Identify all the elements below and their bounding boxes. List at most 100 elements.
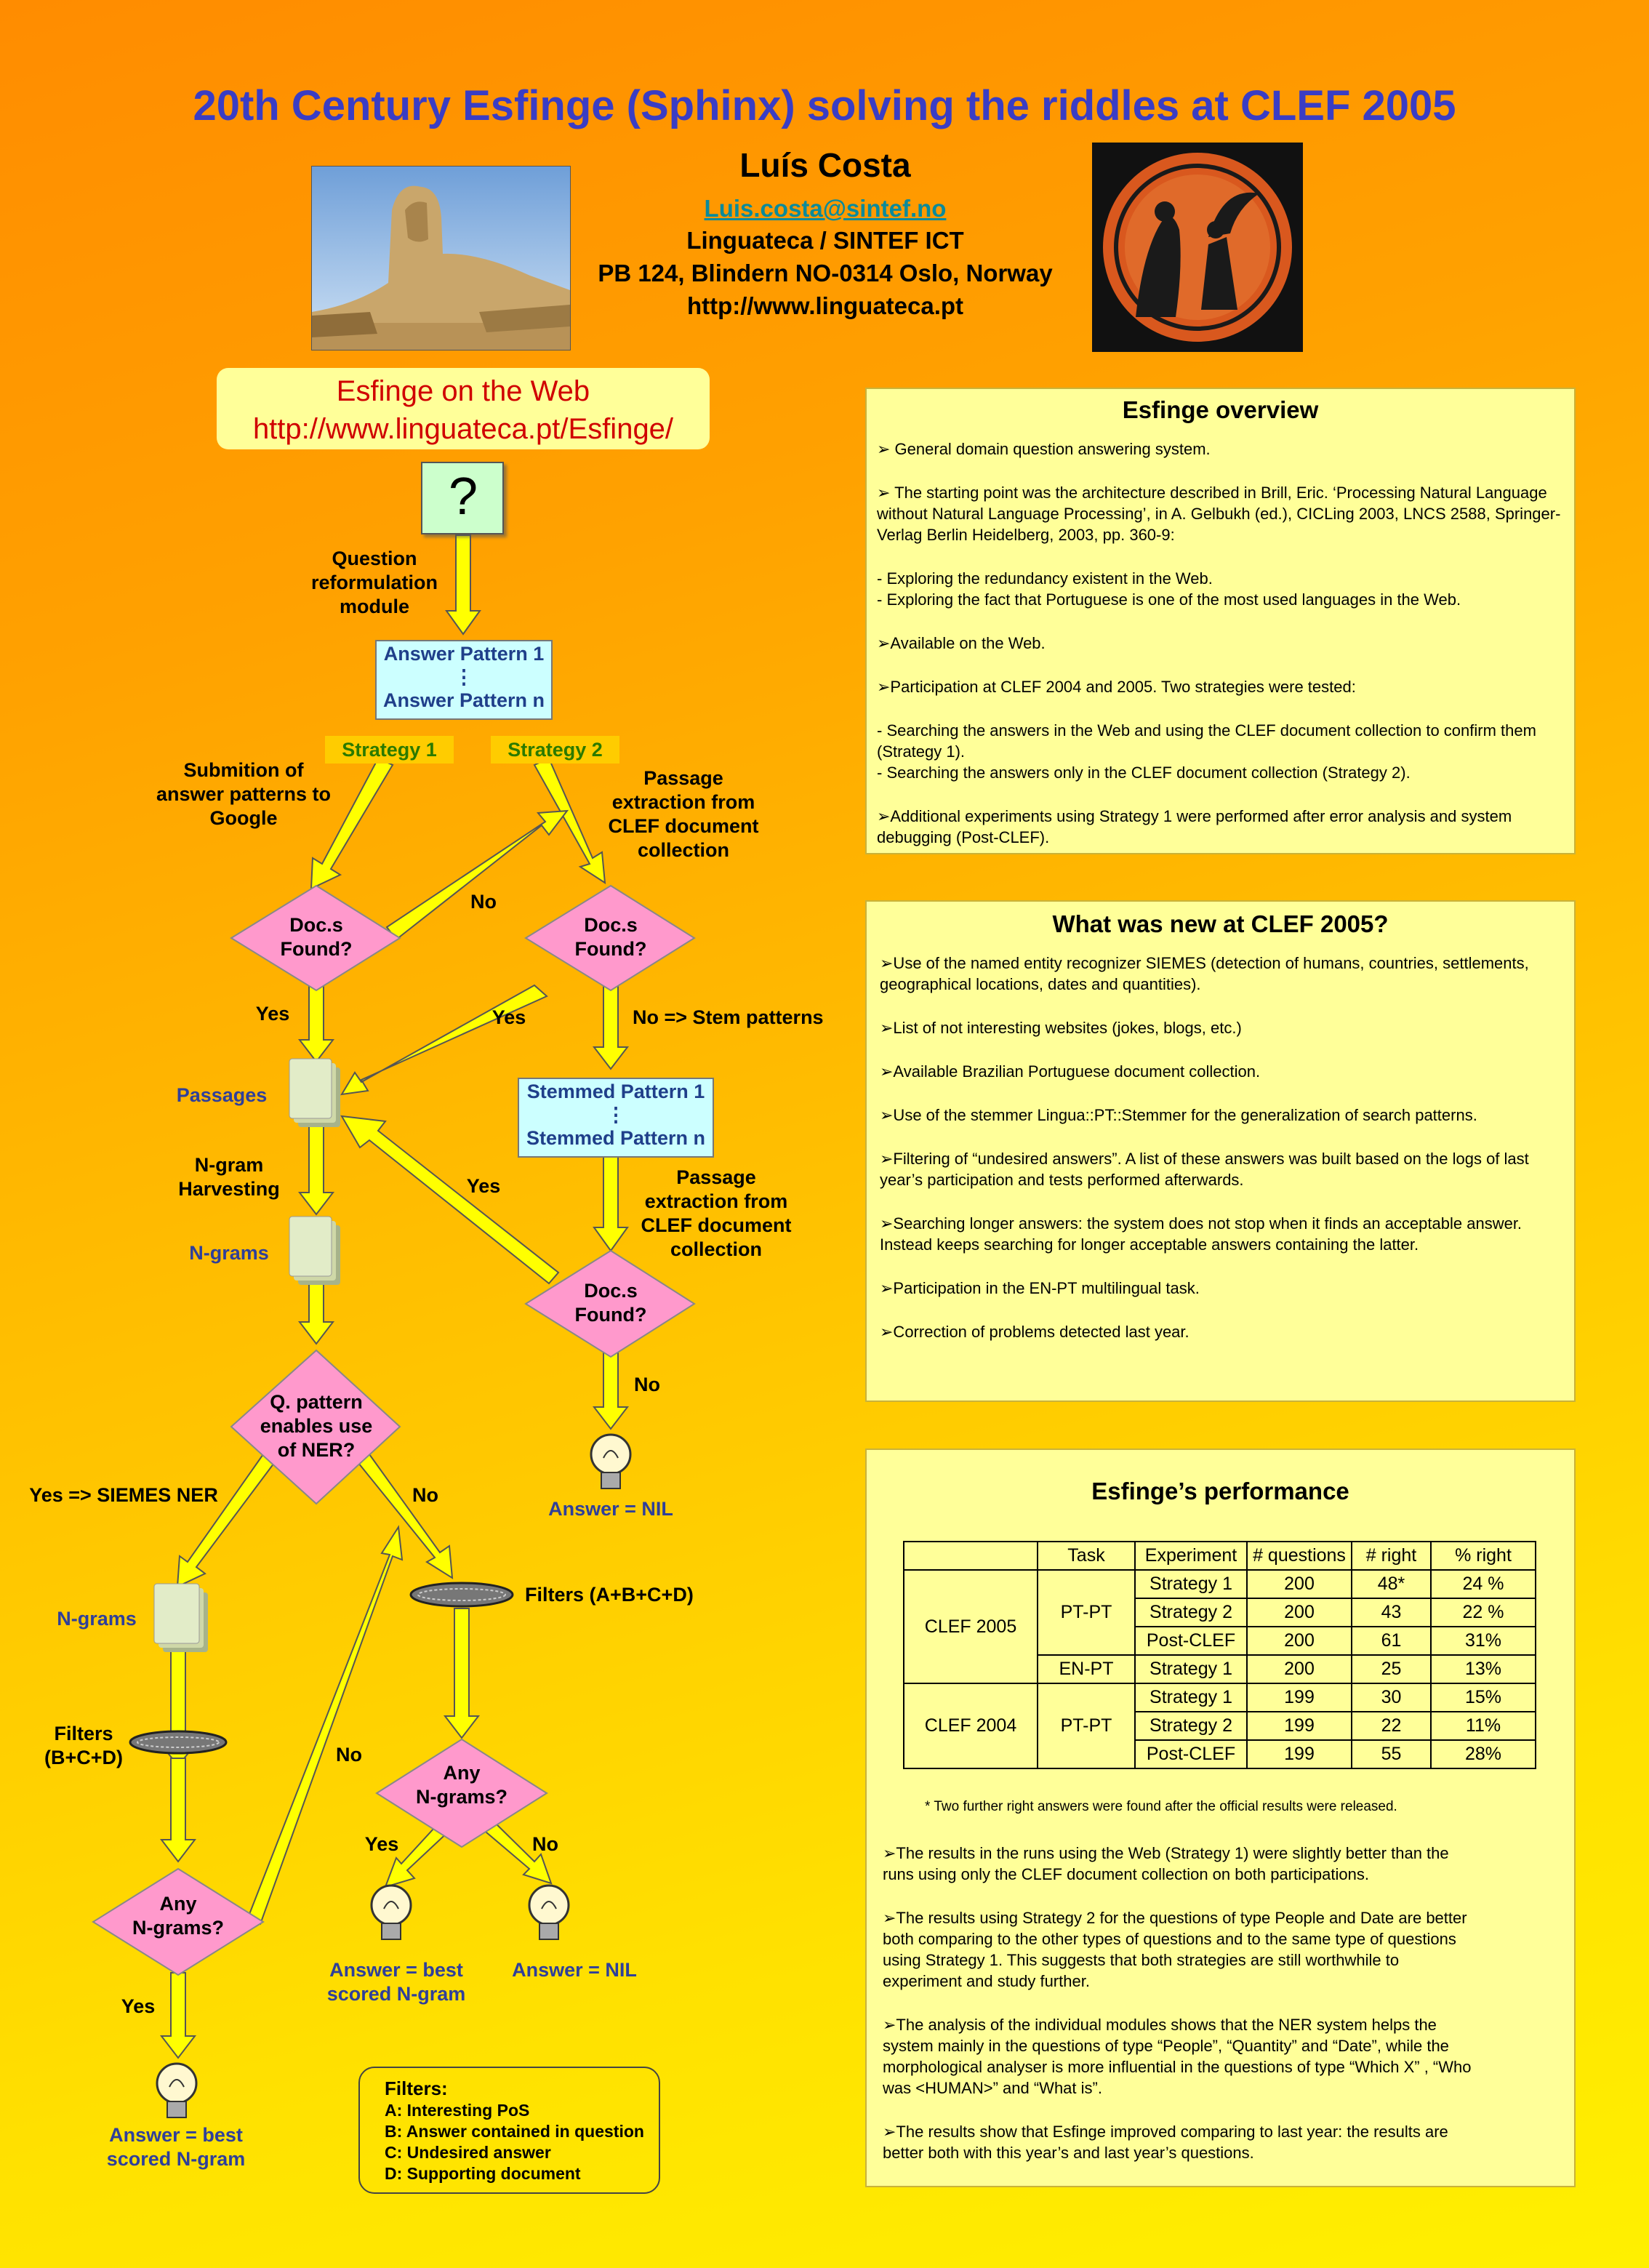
new-features-title: What was new at CLEF 2005? — [1052, 910, 1389, 937]
poster-title: 20th Century Esfinge (Sphinx) solving th… — [193, 82, 1456, 129]
performance-item: ➢The results in the runs using the Web (… — [883, 1844, 1449, 1883]
arrow-doc3-to-nil — [592, 1348, 630, 1430]
arrow-no-to-passage — [385, 809, 569, 941]
table-row: EN-PT Strategy 1 200 25 13% — [904, 1654, 1536, 1684]
yes-label: Yes — [255, 1003, 290, 1025]
arrow-strategy2 — [533, 757, 606, 884]
arrow-ngrams-to-qpattern — [297, 1281, 335, 1345]
performance-panel: Esfinge’s performance Task Experiment # … — [865, 1448, 1576, 2187]
arrow-filter-to-any1 — [159, 1758, 197, 1863]
filters-legend-item: D: Supporting document — [385, 2164, 581, 2183]
filter-bcd-icon — [129, 1730, 228, 1755]
arrow-q-to-pattern — [445, 534, 481, 636]
performance-item: ➢The results using Strategy 2 for the qu… — [883, 1909, 1467, 1990]
ngrams-doc-stack-2 — [153, 1583, 208, 1652]
new-feature-item: ➢Available Brazilian Portuguese document… — [880, 1062, 1261, 1081]
ngrams-doc-stack — [289, 1216, 340, 1285]
new-feature-item: ➢List of not interesting websites (jokes… — [880, 1019, 1242, 1037]
sphinx-photo — [311, 166, 571, 350]
table-row: Strategy 2 199 22 11% — [904, 1711, 1536, 1741]
ngrams-label: N-grams — [189, 1242, 269, 1264]
ngrams-label-2: N-grams — [57, 1608, 137, 1630]
new-features-panel: What was new at CLEF 2005? ➢Use of the n… — [865, 900, 1576, 1402]
question-mark: ? — [448, 468, 478, 526]
arrow-yes-ner — [176, 1453, 276, 1588]
web-box-title: Esfinge on the Web — [336, 375, 590, 407]
web-box-url[interactable]: http://www.linguateca.pt/Esfinge/ — [252, 413, 674, 445]
answer-nil-label: Answer = NIL — [548, 1498, 673, 1520]
strategy-2-label: Strategy 2 — [491, 736, 619, 764]
table-row: Post-CLEF 199 55 28% — [904, 1739, 1536, 1769]
overview-item: - Exploring the fact that Portuguese is … — [877, 590, 1461, 609]
no-label: No — [532, 1833, 558, 1855]
q-pattern-diamond — [230, 1349, 401, 1505]
overview-item: ➢Additional experiments using Strategy 1… — [877, 807, 1512, 846]
yes-siemes-label: Yes => SIEMES NER — [29, 1484, 218, 1506]
answer-nil-label-2: Answer = NIL — [512, 1959, 637, 1981]
table-row: Post-CLEF 200 61 31% — [904, 1626, 1536, 1656]
overview-item: ➢ General domain question answering syst… — [877, 440, 1211, 458]
arrow-doc3-to-passages — [340, 1115, 560, 1285]
new-feature-item: ➢Correction of problems detected last ye… — [880, 1323, 1189, 1341]
overview-item: - Searching the answers in the Web and u… — [877, 721, 1536, 761]
any-ngrams-diamond-1 — [92, 1867, 265, 1976]
performance-item: ➢The results show that Esfinge improved … — [883, 2123, 1448, 2162]
arrow-no-ner — [357, 1453, 454, 1579]
passages-doc-stack — [289, 1058, 340, 1127]
table-row: CLEF 2004 PT-PT Strategy 1 199 30 15% — [903, 1683, 1536, 1769]
filters-legend-title: Filters: — [385, 2077, 448, 2099]
performance-table: Task Experiment # questions # right % ri… — [903, 1541, 1536, 1769]
table-row: Strategy 2 200 43 22 % — [904, 1598, 1536, 1627]
performance-title: Esfinge’s performance — [1091, 1478, 1349, 1504]
arrow-stemmed-to-doc3 — [593, 1154, 629, 1252]
arrow-any1-no-up — [246, 1525, 404, 1926]
question-box — [421, 462, 504, 534]
affiliation: Linguateca / SINTEF ICT — [686, 227, 964, 254]
performance-item: ➢The analysis of the individual modules … — [883, 2016, 1472, 2097]
author-name: Luís Costa — [739, 146, 911, 184]
overview-item: - Exploring the redundancy existent in t… — [877, 569, 1213, 588]
lightbulb-icon — [370, 1884, 412, 1940]
arrow-passages-to-ngrams — [297, 1125, 335, 1216]
filters-legend-item: C: Undesired answer — [385, 2143, 551, 2162]
lightbulb-icon — [156, 2062, 198, 2118]
filters-bcd-label: Filters(B+C+D) — [44, 1723, 123, 1768]
strategy-1-label: Strategy 1 — [325, 736, 454, 764]
yes-label: Yes — [364, 1833, 399, 1855]
filters-abcd-label: Filters (A+B+C+D) — [525, 1584, 694, 1606]
new-feature-item: ➢Filtering of “undesired answers”. A lis… — [880, 1150, 1529, 1189]
table-header-row: Task Experiment # questions # right % ri… — [903, 1541, 1536, 1571]
table-row: CLEF 2005 PT-PT Strategy 1 200 48* 24 % — [903, 1569, 1536, 1684]
author-email-link[interactable]: Luis.costa@sintef.no — [704, 195, 947, 222]
no-stem-label: No => Stem patterns — [633, 1006, 824, 1028]
arrow-any1-to-answer — [159, 1972, 197, 2059]
arrow-filterabcd-to-any2 — [443, 1608, 481, 1739]
address: PB 124, Blindern NO-0314 Oslo, Norway — [598, 260, 1053, 286]
no-label: No — [336, 1744, 362, 1766]
filter-abcd-icon — [409, 1582, 514, 1608]
filters-legend: Filters: A: Interesting PoS B: Answer co… — [358, 2067, 660, 2194]
web-link-box[interactable]: Esfinge on the Web http://www.linguateca… — [217, 368, 710, 449]
overview-panel: Esfinge overview ➢ General domain questi… — [865, 388, 1576, 854]
yes-label: Yes — [492, 1006, 526, 1028]
arrow-doc1-to-passages — [297, 982, 335, 1063]
overview-title: Esfinge overview — [1122, 396, 1319, 423]
docs-found-diamond-2 — [524, 884, 696, 992]
yes-label: Yes — [466, 1175, 501, 1197]
no-label: No — [470, 891, 497, 913]
docs-found-diamond-3 — [524, 1249, 696, 1358]
arrow-yes-doc2-to-passages — [340, 984, 548, 1096]
passages-label: Passages — [176, 1084, 268, 1106]
overview-item: ➢Participation at CLEF 2004 and 2005. Tw… — [877, 678, 1356, 696]
